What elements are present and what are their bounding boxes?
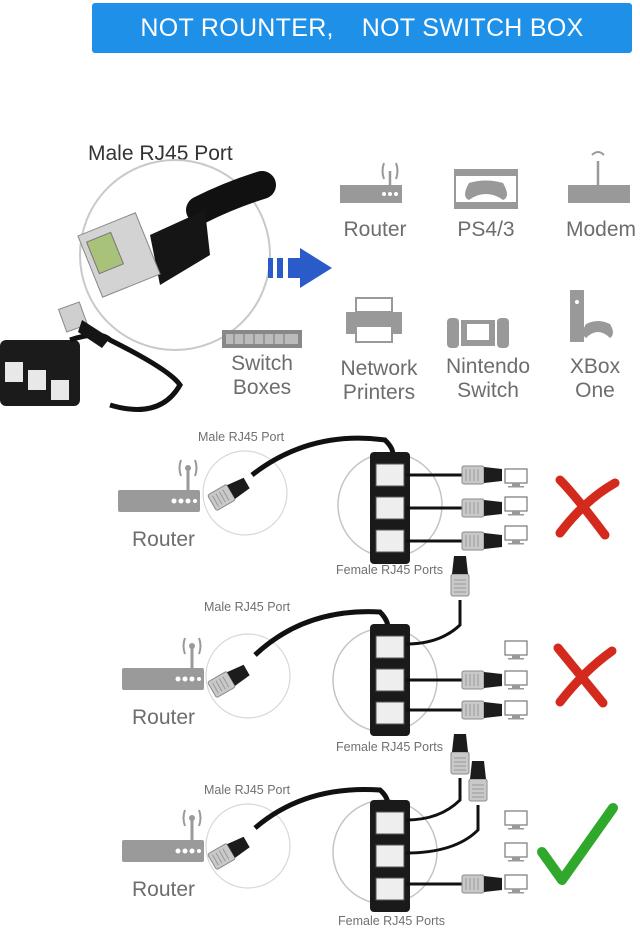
- gamepad-icon: [454, 169, 518, 209]
- device-label-network-printers: Network Printers: [340, 357, 418, 404]
- printer-icon: [346, 297, 402, 343]
- router-label-2: Router: [132, 706, 196, 729]
- cross-mark-2: [553, 643, 617, 708]
- check-mark: [537, 803, 618, 885]
- male-port-label-2: Male RJ45 Port: [204, 600, 291, 614]
- diagram-row-2: [120, 555, 617, 737]
- device-label-switch-boxes: Switch Boxes: [231, 352, 293, 399]
- headline-banner: NOT ROUNTER, NOT SWITCH BOX: [92, 3, 632, 53]
- female-ports-label-2: Female RJ45 Ports: [336, 740, 443, 754]
- diagram-row-3: [120, 733, 618, 913]
- xbox-icon: [570, 290, 613, 342]
- device-label-router: Router: [343, 218, 407, 241]
- router-label-1: Router: [132, 528, 196, 551]
- banner-text-right: NOT SWITCH BOX: [361, 13, 584, 42]
- device-label-xbox-one: XBox One: [569, 355, 621, 402]
- nintendo-switch-icon: [447, 318, 509, 348]
- router-label-3: Router: [132, 878, 196, 901]
- device-label-modem: Modem: [565, 218, 637, 241]
- male-port-label-1: Male RJ45 Port: [198, 430, 285, 444]
- switch-box-icon: [222, 330, 302, 348]
- router-icon: [340, 162, 402, 203]
- device-label-nintendo-switch: Nintendo Switch: [445, 355, 531, 402]
- cross-mark-1: [555, 475, 620, 540]
- female-ports-label-3: Female RJ45 Ports: [338, 914, 445, 928]
- female-ports-label-1: Female RJ45 Ports: [336, 563, 443, 577]
- banner-text-left: NOT ROUNTER,: [140, 13, 334, 42]
- modem-icon: [568, 151, 630, 203]
- device-label-ps4: PS4/3: [457, 218, 515, 241]
- product-port-label: Male RJ45 Port: [88, 142, 233, 165]
- male-port-label-3: Male RJ45 Port: [204, 783, 291, 797]
- diagram-row-1: [116, 435, 620, 565]
